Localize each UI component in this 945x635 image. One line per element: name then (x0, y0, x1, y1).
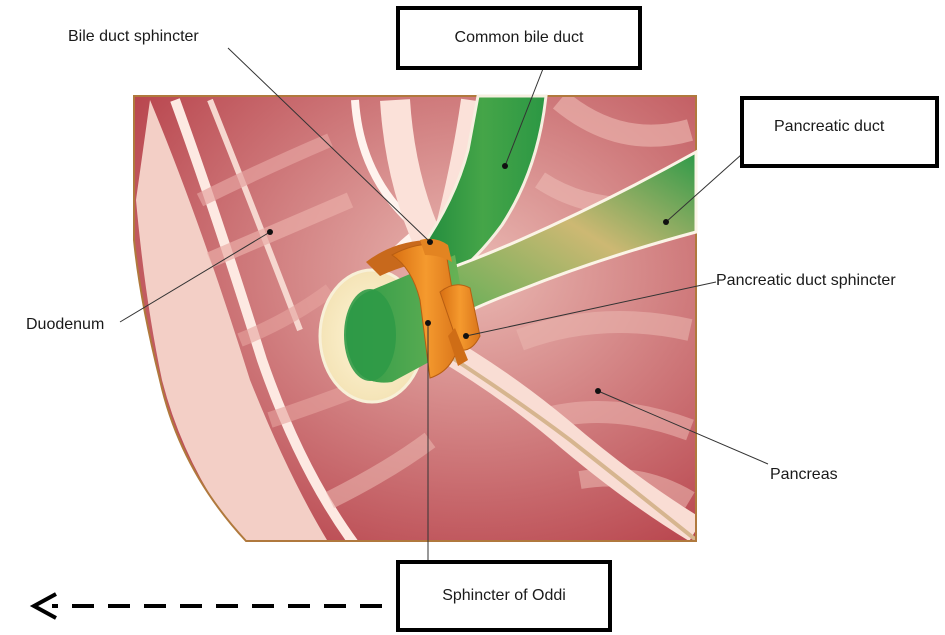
label-pancreatic-duct-sphincter: Pancreatic duct sphincter (716, 272, 896, 290)
label-pancreatic-duct: Pancreatic duct (774, 118, 884, 136)
label-bile-duct-sphincter: Bile duct sphincter (68, 28, 199, 46)
common-bile-duct-box: Common bile duct (396, 6, 642, 70)
pancreatic-duct-box: Pancreatic duct (740, 96, 939, 168)
dashed-arrow-left-icon (34, 594, 382, 618)
sphincter-of-oddi-box: Sphincter of Oddi (396, 560, 612, 632)
label-duodenum: Duodenum (26, 316, 104, 334)
label-pancreas: Pancreas (770, 466, 838, 484)
label-sphincter-of-oddi: Sphincter of Oddi (442, 587, 566, 605)
label-common-bile-duct: Common bile duct (455, 29, 584, 47)
